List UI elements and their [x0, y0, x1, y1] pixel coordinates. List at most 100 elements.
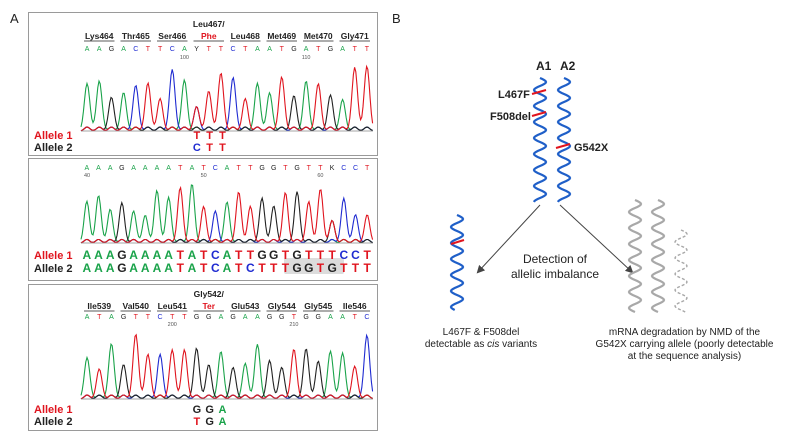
position-tick: 210 — [289, 322, 298, 328]
base-call: G — [291, 46, 296, 53]
allele-base: T — [177, 261, 185, 275]
allele-base: A — [94, 248, 103, 262]
variant-marker-f508del — [531, 111, 547, 117]
allele-base: A — [223, 248, 232, 262]
left-caption-post: variants — [499, 339, 538, 350]
base-call: A — [108, 165, 113, 172]
allele-base: G — [327, 261, 336, 275]
base-call: C — [341, 165, 346, 172]
base-call: A — [328, 314, 333, 321]
position-tick: 50 — [201, 173, 207, 179]
base-call: A — [340, 314, 345, 321]
left-caption-italic: cis — [487, 339, 500, 350]
codon-label: Lys464 — [85, 31, 114, 41]
allele-base: C — [211, 248, 220, 262]
allele-base: T — [200, 261, 208, 275]
allele-base: T — [200, 248, 208, 262]
base-call: T — [365, 46, 370, 53]
allele-base: G — [205, 404, 214, 416]
base-call: A — [85, 165, 90, 172]
base-call: T — [307, 165, 312, 172]
allele-base: A — [129, 248, 138, 262]
allele-base: A — [83, 261, 92, 275]
base-call: T — [318, 165, 323, 172]
allele-base: A — [218, 416, 226, 428]
base-call: T — [292, 314, 297, 321]
trace-t — [80, 185, 374, 244]
allele-base: G — [292, 261, 301, 275]
chromosome-a1-label: A1 — [536, 59, 552, 73]
allele-base: T — [363, 248, 371, 262]
dna-strand-a1 — [532, 76, 548, 203]
base-call: T — [97, 314, 102, 321]
variant-label-g542x: G542X — [574, 142, 609, 154]
codon-label: Met470 — [304, 31, 333, 41]
allele-base: A — [218, 404, 226, 416]
base-call: A — [166, 165, 171, 172]
allele-base: T — [219, 142, 226, 154]
left-caption-line-2: detectable as cis variants — [406, 339, 556, 351]
allele-base: A — [83, 248, 92, 262]
base-call: T — [178, 165, 183, 172]
dna-strand-cis-result — [449, 213, 465, 311]
allele-base: T — [247, 248, 255, 262]
trace-g — [80, 191, 373, 244]
position-tick: 100 — [180, 55, 189, 61]
base-call: C — [213, 165, 218, 172]
allele-base: C — [351, 248, 360, 262]
left-caption-pre: detectable as — [424, 339, 488, 350]
right-caption-line-2: G542X carrying allele (poorly detectable — [595, 339, 774, 350]
base-call: G — [316, 314, 321, 321]
codon-label: Leu467/ — [193, 19, 225, 29]
degraded-strands-nmd — [627, 198, 688, 314]
variant-marker-g542x — [555, 143, 571, 149]
panel-label-b: B — [392, 11, 401, 26]
trace-g — [80, 347, 373, 400]
dna-coil — [556, 76, 572, 203]
base-call: A — [190, 165, 195, 172]
base-call: T — [182, 314, 187, 321]
allele-base: G — [304, 261, 313, 275]
codon-substitution-label: Ter — [202, 301, 215, 311]
allele-base: A — [106, 248, 115, 262]
center-text-line-2: allelic imbalance — [511, 267, 599, 281]
allele-base: T — [206, 142, 213, 154]
base-call: A — [85, 314, 90, 321]
base-call: T — [207, 46, 212, 53]
deletion-highlight — [284, 258, 344, 274]
allele-base: A — [188, 248, 197, 262]
allele-1-label: Allele 1 — [34, 130, 73, 142]
base-call: A — [109, 314, 114, 321]
variant-label-l467f: L467F — [498, 89, 530, 101]
codon-substitution-label: Phe — [201, 31, 217, 41]
allele-base: A — [153, 261, 162, 275]
codon-label: Leu541 — [158, 301, 188, 311]
base-call: K — [330, 165, 335, 172]
allele-base: G — [205, 416, 214, 428]
arrow-to-nmd — [559, 204, 634, 274]
allele-base: G — [117, 248, 126, 262]
right-caption-line-1: mRNA degradation by NMD of the — [608, 327, 761, 338]
allele-base: A — [153, 248, 162, 262]
codon-label: Gly544 — [268, 301, 296, 311]
allele-base: T — [219, 130, 226, 142]
dna-coil — [449, 213, 465, 311]
allele-base: T — [235, 248, 243, 262]
base-call: G — [109, 46, 114, 53]
allele-base: T — [282, 261, 290, 275]
base-call: T — [283, 165, 288, 172]
base-call: A — [219, 314, 224, 321]
base-call: T — [201, 165, 206, 172]
base-call: A — [155, 165, 160, 172]
